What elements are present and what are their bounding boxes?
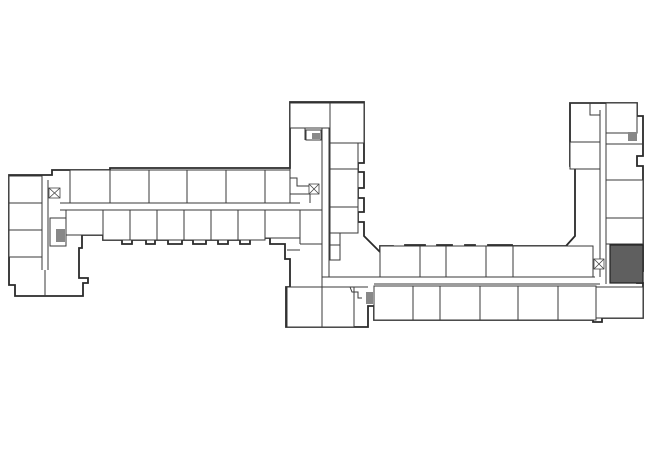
- unit[interactable]: [237, 209, 266, 241]
- east-south-units: [373, 285, 644, 321]
- central-corridor-walls: [321, 120, 330, 297]
- elevator-icon: [593, 258, 605, 270]
- unit[interactable]: [605, 102, 638, 134]
- unit[interactable]: [439, 285, 481, 321]
- unit[interactable]: [286, 286, 323, 328]
- unit[interactable]: [412, 285, 441, 321]
- unit[interactable]: [419, 245, 447, 278]
- unit[interactable]: [569, 141, 601, 170]
- unit[interactable]: [225, 169, 266, 204]
- unit[interactable]: [148, 169, 188, 204]
- unit[interactable]: [8, 229, 43, 258]
- unit[interactable]: [557, 285, 597, 321]
- highlighted-unit[interactable]: [609, 244, 644, 284]
- unit[interactable]: [129, 209, 158, 241]
- unit[interactable]: [329, 232, 341, 246]
- unit[interactable]: [210, 209, 239, 241]
- unit[interactable]: [156, 209, 185, 241]
- unit[interactable]: [329, 206, 359, 234]
- unit[interactable]: [8, 175, 43, 204]
- central-south-units: [286, 243, 380, 328]
- unit[interactable]: [321, 286, 355, 328]
- stairs-icon: [305, 129, 322, 141]
- unit[interactable]: [605, 179, 644, 219]
- unit[interactable]: [183, 209, 212, 241]
- far-west-units: [8, 175, 46, 296]
- unit[interactable]: [517, 285, 559, 321]
- east-tower-units: [569, 102, 644, 284]
- stairs-icon: [628, 132, 637, 141]
- unit[interactable]: [289, 102, 331, 129]
- east-north-units: [379, 245, 594, 278]
- unit[interactable]: [485, 245, 514, 278]
- unit[interactable]: [512, 245, 594, 278]
- unit[interactable]: [373, 285, 414, 321]
- unit[interactable]: [65, 209, 104, 236]
- unit[interactable]: [595, 286, 644, 319]
- stairs-icon: [49, 217, 67, 247]
- elevator-icon: [308, 183, 320, 195]
- unit[interactable]: [69, 169, 111, 204]
- unit[interactable]: [102, 209, 131, 241]
- central-tower-units: [289, 102, 365, 261]
- unit[interactable]: [329, 168, 359, 208]
- unit[interactable]: [329, 102, 365, 144]
- unit[interactable]: [109, 169, 150, 204]
- stairs-icon: [366, 292, 373, 304]
- unit[interactable]: [264, 209, 301, 239]
- unit[interactable]: [479, 285, 519, 321]
- unit[interactable]: [264, 169, 291, 204]
- unit[interactable]: [329, 142, 359, 170]
- unit[interactable]: [445, 245, 487, 278]
- elevator-icon: [48, 187, 61, 199]
- unit[interactable]: [186, 169, 227, 204]
- unit[interactable]: [605, 217, 644, 245]
- unit[interactable]: [379, 245, 421, 278]
- unit[interactable]: [329, 244, 341, 261]
- west-lower-units: [65, 209, 301, 244]
- west-upper-units: [69, 169, 311, 204]
- unit[interactable]: [8, 202, 43, 231]
